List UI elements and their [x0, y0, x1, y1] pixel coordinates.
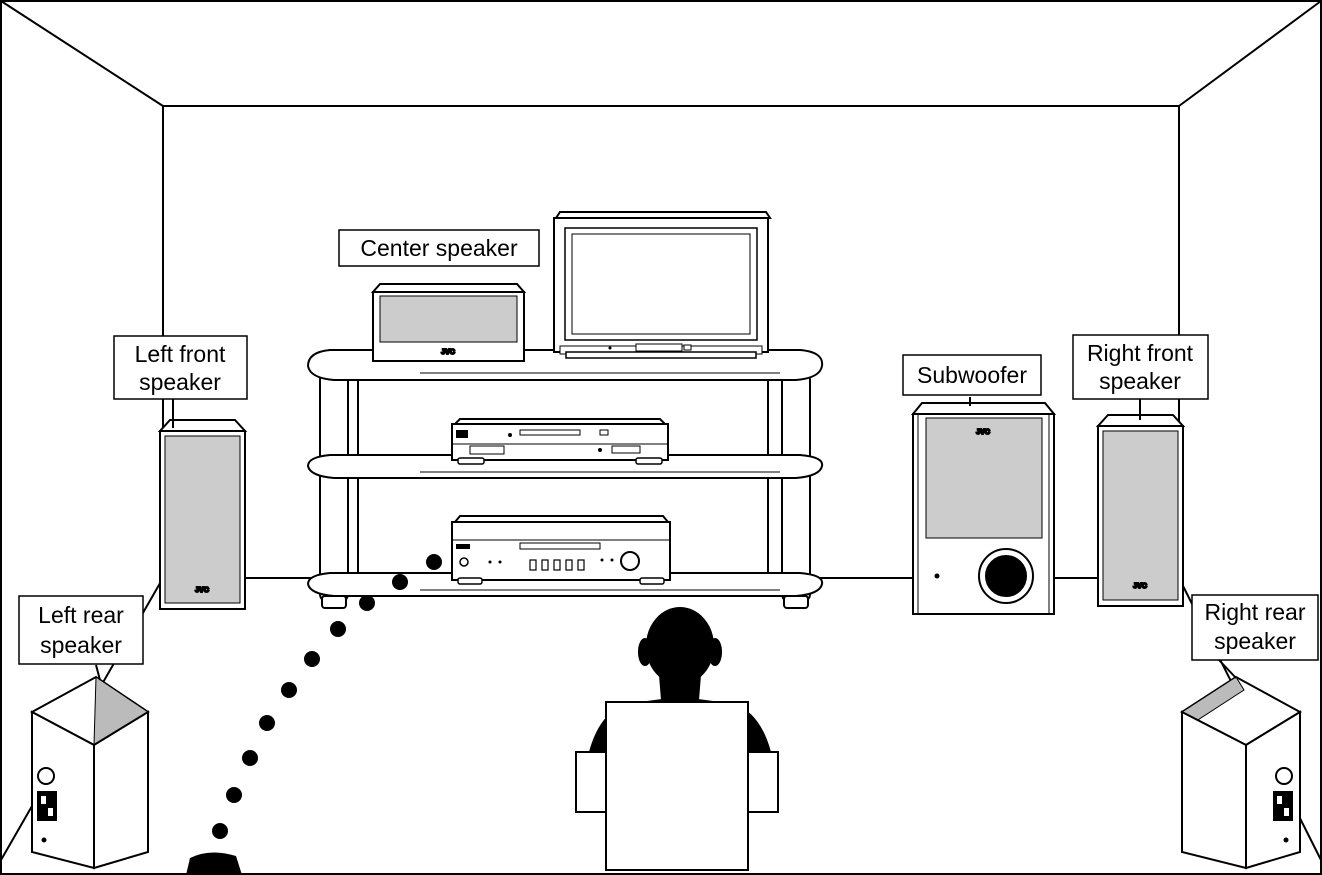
dvd-body — [452, 424, 668, 460]
right-front-speaker-logo: JVC — [1133, 583, 1147, 590]
left-rear-label-line2: speaker — [40, 632, 122, 658]
subwoofer-label: Subwoofer — [917, 362, 1027, 388]
signal-dot — [304, 651, 320, 667]
center-speaker-logo: JVC — [441, 349, 455, 356]
signal-dot — [242, 750, 258, 766]
left-front-speaker-grille — [165, 436, 240, 603]
dvd-disc-tray — [520, 430, 580, 435]
dvd-player — [452, 419, 668, 464]
subwoofer-top — [913, 403, 1054, 414]
signal-dot — [392, 574, 408, 590]
center-speaker: JVC — [373, 284, 524, 361]
ceiling-edge-left — [1, 1, 163, 106]
rack-foot-left — [322, 596, 346, 608]
signal-dot — [330, 621, 346, 637]
right-rear-label-line2: speaker — [1214, 628, 1296, 654]
signal-dot — [359, 595, 375, 611]
rack-post-front-left — [320, 372, 348, 602]
signal-dot — [426, 554, 442, 570]
av-receiver — [452, 516, 670, 584]
receiver-body — [452, 522, 670, 580]
subwoofer: JVC — [913, 403, 1054, 614]
left-front-label-line2: speaker — [139, 369, 221, 395]
right-front-speaker: JVC — [1098, 415, 1183, 606]
left-front-speaker: JVC — [160, 420, 245, 609]
right-rear-speaker — [1182, 677, 1300, 868]
right-front-label-line2: speaker — [1099, 368, 1181, 394]
rack-foot-right — [784, 596, 808, 608]
chair-back — [606, 702, 748, 870]
signal-dot — [212, 823, 228, 839]
center-speaker-top — [373, 284, 524, 292]
signal-dot — [259, 715, 275, 731]
receiver-display — [520, 543, 600, 549]
subwoofer-grille — [926, 418, 1042, 538]
remote-control — [186, 852, 242, 875]
television — [554, 212, 770, 358]
left-front-label-line1: Left front — [135, 341, 226, 367]
right-front-label-line1: Right front — [1087, 340, 1194, 366]
tv-screen — [572, 234, 750, 334]
ceiling-edge-right — [1179, 1, 1321, 106]
right-front-speaker-grille — [1103, 431, 1178, 600]
subwoofer-driver — [986, 556, 1026, 596]
signal-dot — [281, 682, 297, 698]
chair-right-arm — [744, 752, 778, 812]
listener-head — [647, 608, 713, 684]
receiver-volume-knob — [621, 552, 639, 570]
listener-with-chair — [576, 608, 778, 870]
center-speaker-label: Center speaker — [360, 235, 518, 261]
left-front-speaker-logo: JVC — [195, 587, 209, 594]
tv-panel-door — [636, 344, 682, 351]
left-rear-speaker — [32, 677, 148, 868]
dvd-display — [612, 446, 640, 453]
right-rear-label-line1: Right rear — [1205, 599, 1306, 625]
chair-left-arm — [576, 752, 610, 812]
subwoofer-power-led — [935, 574, 940, 579]
signal-dot — [226, 787, 242, 803]
rack-post-front-right — [782, 372, 810, 602]
subwoofer-logo: JVC — [976, 429, 990, 436]
left-rear-label-line1: Left rear — [38, 602, 124, 628]
tv-base — [566, 352, 756, 358]
center-speaker-grille — [380, 296, 517, 342]
